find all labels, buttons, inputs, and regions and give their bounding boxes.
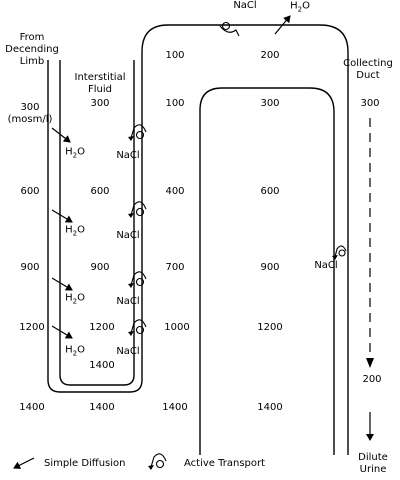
descending-value-1400: 1400 xyxy=(19,402,45,413)
ascending-value-100: 100 xyxy=(165,98,185,109)
water-label-2: H2O xyxy=(65,224,85,238)
water-label-3: H2O xyxy=(65,292,85,306)
water-diffusion-arrow-3 xyxy=(51,277,73,291)
active-transport-icon-3 xyxy=(130,271,147,287)
legend-simple-diffusion: Simple Diffusion xyxy=(44,458,126,469)
salt-label-duct: NaCl xyxy=(314,260,338,271)
column-value-200: 200 xyxy=(260,50,280,61)
cortex-inner-bend xyxy=(199,87,335,455)
ascending-value-700: 700 xyxy=(165,262,185,273)
interstitial-fluid-label: Interstitial Fluid xyxy=(74,72,126,95)
loop-inner-wall xyxy=(59,60,135,386)
column-value-600: 600 xyxy=(260,186,280,197)
active-transport-icon-duct xyxy=(334,245,347,258)
legend-active-transport: Active Transport xyxy=(184,458,266,469)
interstitial-value-1400-base: 1400 xyxy=(89,402,115,413)
salt-label-2: NaCl xyxy=(116,230,140,241)
legend-active-icon xyxy=(150,453,167,469)
column-value-1200: 1200 xyxy=(257,322,283,333)
column-value-1400: 1400 xyxy=(257,402,283,413)
water-diffusion-arrow-2 xyxy=(51,209,73,223)
active-transport-icon-1 xyxy=(130,124,147,140)
duct-flow-arrowhead xyxy=(366,358,374,368)
ascending-value-1000: 1000 xyxy=(164,322,190,333)
active-transport-icon-4 xyxy=(130,319,147,335)
water-label-1: H2O xyxy=(65,146,85,160)
water-diffusion-arrow-1 xyxy=(51,127,71,143)
ascending-value-100-top: 100 xyxy=(165,50,185,61)
descending-value-900: 900 xyxy=(20,262,40,273)
active-transport-icon-top xyxy=(219,21,240,37)
interstitial-value-600: 600 xyxy=(90,186,110,197)
descending-limb-label: From Decending Limb xyxy=(5,32,59,67)
salt-label-1: NaCl xyxy=(116,150,140,161)
collecting-duct-label: Collecting Duct xyxy=(343,58,393,81)
interstitial-value-1400-loop: 1400 xyxy=(89,360,115,371)
salt-label-3: NaCl xyxy=(116,296,140,307)
water-exit-arrow xyxy=(274,15,291,35)
duct-value-300: 300 xyxy=(360,98,380,109)
legend-diffusion-arrow xyxy=(13,457,35,469)
water-label-4: H2O xyxy=(65,344,85,358)
column-value-300: 300 xyxy=(260,98,280,109)
descending-value-1200: 1200 xyxy=(19,322,45,333)
active-transport-icon-2 xyxy=(130,201,147,217)
column-value-900: 900 xyxy=(260,262,280,273)
ascending-value-1400: 1400 xyxy=(162,402,188,413)
water-label-top: H2O xyxy=(290,0,310,14)
dilute-urine-label: Dilute Urine xyxy=(358,452,388,475)
water-diffusion-arrow-4 xyxy=(51,325,73,339)
interstitial-value-900: 900 xyxy=(90,262,110,273)
interstitial-value-1200: 1200 xyxy=(89,322,115,333)
ascending-value-400: 400 xyxy=(165,186,185,197)
units-label: 300 (mosm/l) xyxy=(7,102,53,125)
duct-value-200: 200 xyxy=(362,374,382,385)
loop-outer-wall xyxy=(47,24,349,455)
descending-value-600: 600 xyxy=(20,186,40,197)
interstitial-value-300: 300 xyxy=(90,98,110,109)
salt-label-4: NaCl xyxy=(116,346,140,357)
salt-label-top: NaCl xyxy=(233,0,257,11)
